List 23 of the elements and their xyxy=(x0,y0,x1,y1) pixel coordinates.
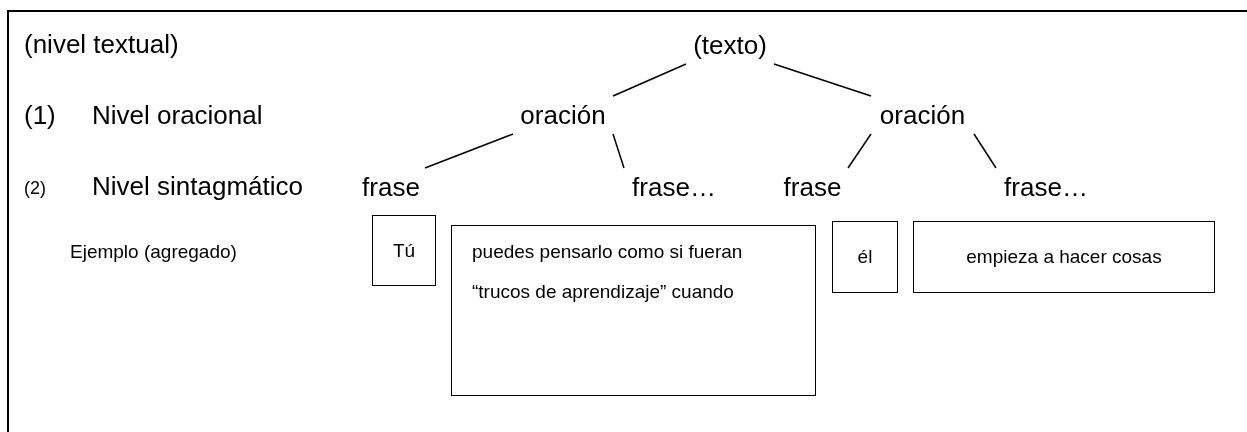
tree-node-label: frase… xyxy=(996,172,1096,202)
tree-branch xyxy=(773,63,872,97)
tree-node-label: oración xyxy=(513,100,613,130)
phrase-box: puedes pensarlo como si fueran “trucos de aprendizaje” cuando xyxy=(451,225,816,396)
level-number: (2) xyxy=(24,177,46,200)
tree-node-label: frase xyxy=(777,172,848,202)
level-heading: (nivel textual) xyxy=(24,29,179,59)
tree-branch xyxy=(847,133,872,169)
tree-branch xyxy=(612,63,687,97)
level-name: Nivel sintagmático xyxy=(92,171,303,201)
level-name: Nivel oracional xyxy=(92,100,263,130)
tree-node-label: frase xyxy=(357,172,425,202)
example-label: Ejemplo (agregado) xyxy=(70,240,237,264)
tree-node-label: oración xyxy=(871,100,974,130)
phrase-box: él xyxy=(832,221,898,293)
tree-node-label: (texto) xyxy=(686,30,774,60)
tree-node-label: frase… xyxy=(624,172,724,202)
tree-branch xyxy=(612,133,625,169)
phrase-box: Tú xyxy=(372,215,436,286)
phrase-box: empieza a hacer cosas xyxy=(913,221,1215,293)
tree-branch xyxy=(424,133,514,169)
level-number: (1) xyxy=(24,100,56,130)
tree-branch xyxy=(973,133,997,169)
